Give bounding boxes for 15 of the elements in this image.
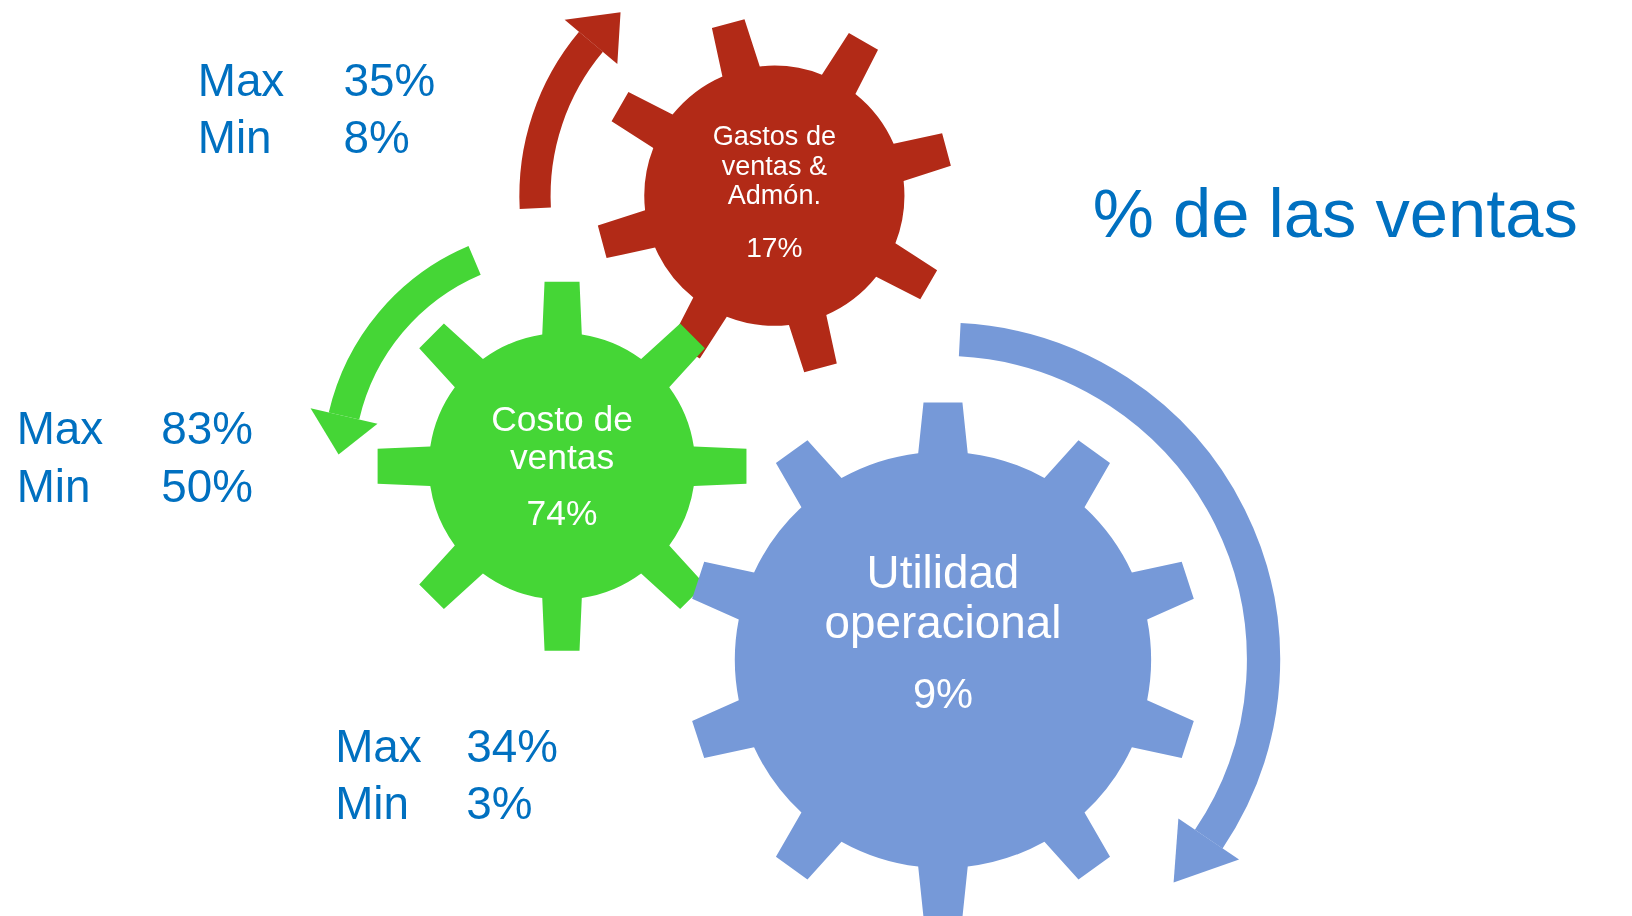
percentage-value: 35% <box>343 57 436 104</box>
percentage-value: 83% <box>161 405 253 452</box>
range-label: Max <box>197 57 285 104</box>
range-label: Min <box>16 463 91 509</box>
title: % de las ventas <box>1092 179 1578 248</box>
range-label: Min <box>335 780 409 827</box>
percentage-value: 34% <box>466 723 558 770</box>
percentage-value: 3% <box>466 780 533 827</box>
range-label: Max <box>16 405 104 452</box>
percentage-value: 50% <box>161 463 253 509</box>
percentage-value: 8% <box>343 114 410 161</box>
range-label: Max <box>335 723 422 770</box>
gear-label: Utilidad operacional <box>823 547 1063 649</box>
range-label: Min <box>197 114 272 161</box>
percentage-value: 9% <box>911 670 975 717</box>
